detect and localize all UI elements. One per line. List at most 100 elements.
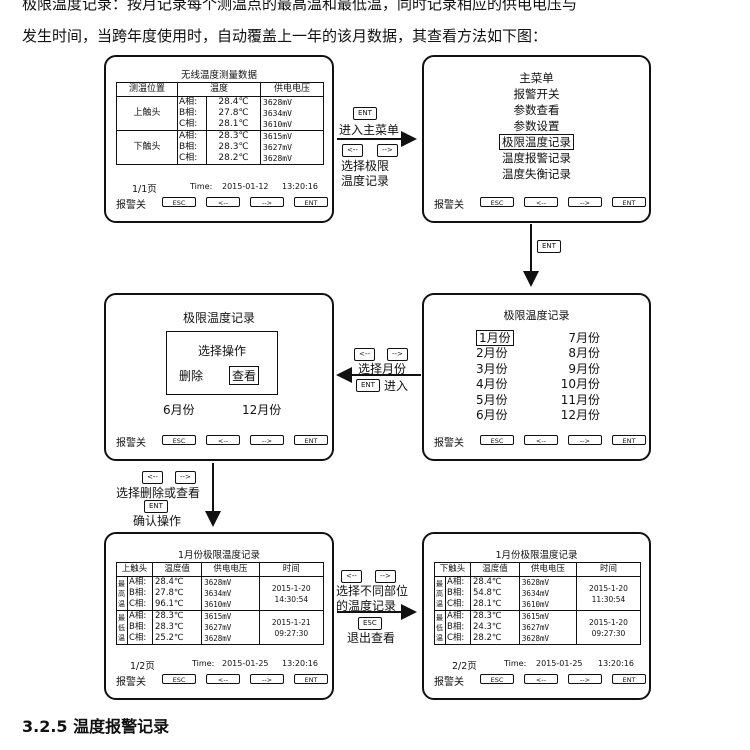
temp-value: 25.2℃ (155, 633, 184, 643)
volt-cell: 3615mV 3627mV 3628mV (518, 610, 577, 645)
screen6-table: 下触头 温度值 供电电压 时间 最 高 温 A相: B相: C相: 28.4℃ … (434, 562, 642, 645)
max-label-char: 高 (436, 589, 443, 598)
screen-upper-contact-record: 1月份极限温度记录 上触头 温度值 供电电压 时间 最 高 温 A相: B相: … (104, 532, 334, 700)
volt-value: 3634mV (521, 589, 550, 598)
table-row: 最 高 温 A相: B相: C相: 28.4℃ 54.8℃ 28.1℃ 3628… (434, 576, 642, 611)
temp-value: 28.3℃ (155, 611, 184, 621)
month-item[interactable]: 6月份 (476, 408, 508, 423)
phase-c: C相: (447, 599, 465, 609)
month-item[interactable]: 11月份 (560, 392, 600, 407)
min-label-char: 最 (436, 613, 443, 622)
flow-left-key-3: <-- (142, 471, 163, 484)
left-key[interactable]: <-- (206, 435, 240, 445)
left-key[interactable]: <-- (524, 435, 558, 445)
flow-select-part-2: 的温度记录 (336, 599, 397, 613)
temp-value: 28.4℃ (155, 577, 184, 587)
header-position: 上触头 (116, 562, 153, 577)
phase-b: B相: (179, 108, 198, 118)
flow-ent-key-4: ENT (144, 500, 168, 513)
temp-a: 28.3℃ (218, 131, 249, 141)
month-item[interactable]: 12月份 (560, 408, 600, 423)
alarm-off-label: 报警关 (434, 200, 464, 211)
temp-value: 28.2℃ (473, 633, 502, 643)
esc-key[interactable]: ESC (162, 435, 196, 445)
phase-c: C相: (447, 633, 465, 643)
temp-value: 27.8℃ (155, 588, 184, 598)
month-item[interactable]: 7月份 (568, 331, 600, 345)
alarm-off-label: 报警关 (434, 438, 464, 449)
max-label: 最 高 温 (434, 576, 446, 611)
right-key[interactable]: --> (568, 674, 602, 684)
phase-c: C相: (129, 599, 147, 609)
softkey-bar: 报警关 ESC <-- --> ENT (106, 672, 332, 690)
months-column-right: 7月份 8月份 9月份 10月份 11月份 12月份 (558, 331, 600, 423)
alarm-off-label: 报警关 (116, 677, 146, 688)
ent-key[interactable]: ENT (294, 197, 328, 207)
esc-key[interactable]: ESC (480, 197, 514, 207)
ent-key[interactable]: ENT (612, 197, 646, 207)
month-item[interactable]: 5月份 (476, 392, 508, 407)
volt-cell: 3628mV 3634mV 3610mV (518, 576, 577, 611)
month-item[interactable]: 10月份 (560, 377, 600, 392)
phase-a: A相: (179, 131, 198, 141)
esc-key[interactable]: ESC (480, 435, 514, 445)
volt-value: 3627mV (204, 623, 232, 632)
phase-c: C相: (179, 119, 198, 129)
volt-a: 3628mV (263, 98, 292, 107)
view-option-selected[interactable]: 查看 (229, 366, 260, 385)
max-label-char: 温 (118, 599, 125, 608)
header-temp: 温度值 (151, 562, 203, 577)
menu-item-param-set[interactable]: 参数设置 (513, 119, 560, 133)
softkey-bar: 报警关 ESC <-- --> ENT (106, 195, 332, 213)
right-key[interactable]: --> (568, 197, 602, 207)
flow-ent-key-1: ENT (353, 107, 377, 120)
esc-key[interactable]: ESC (162, 197, 196, 207)
menu-item-temp-alarm[interactable]: 温度报警记录 (502, 151, 571, 165)
month-item[interactable]: 9月份 (568, 361, 600, 376)
ent-key[interactable]: ENT (612, 435, 646, 445)
month-item[interactable]: 2月份 (476, 346, 508, 361)
ent-key[interactable]: ENT (294, 435, 328, 445)
volt-b: 3634mV (263, 109, 292, 118)
month-item[interactable]: 8月份 (568, 346, 600, 361)
menu-list: 主菜单 报警开关 参数查看 参数设置 极限温度记录 温度报警记录 温度失衡记录 (424, 70, 649, 182)
time-clock: 14:30:54 (274, 594, 309, 604)
temp-c: 28.2℃ (218, 153, 249, 163)
left-key[interactable]: <-- (524, 197, 558, 207)
position-upper: 上触头 (116, 96, 178, 131)
flow-left-key-1: <-- (342, 144, 363, 157)
right-key[interactable]: --> (250, 197, 284, 207)
esc-key[interactable]: ESC (162, 674, 196, 684)
month-item[interactable]: 4月份 (476, 377, 508, 392)
menu-item-alarm-switch[interactable]: 报警开关 (513, 87, 560, 101)
right-key[interactable]: --> (568, 435, 602, 445)
esc-key[interactable]: ESC (480, 674, 514, 684)
left-key[interactable]: <-- (206, 197, 240, 207)
temp-value: 96.1℃ (155, 599, 184, 609)
volt-a: 3615mV (263, 132, 292, 141)
menu-item-param-view[interactable]: 参数查看 (513, 103, 560, 117)
flow-select-limit-2: 温度记录 (341, 174, 390, 188)
month-selected-label: 1月份 (476, 330, 514, 346)
table-row: 下触头 A相: B相: C相: 28.3℃ 28.3℃ 28.2℃ 3615mV… (116, 130, 324, 165)
temp-a: 28.4℃ (218, 97, 249, 107)
phase-a: A相: (129, 577, 147, 587)
left-key[interactable]: <-- (206, 674, 240, 684)
menu-item-temp-imbalance[interactable]: 温度失衡记录 (502, 167, 571, 181)
ent-key[interactable]: ENT (612, 674, 646, 684)
right-key[interactable]: --> (250, 674, 284, 684)
screen4-title: 极限温度记录 (182, 311, 255, 325)
volt-value: 3628mV (204, 634, 232, 643)
phase-a: A相: (447, 577, 465, 587)
phase-labels: A相: B相: C相: (445, 576, 471, 611)
month-1-selected[interactable]: 1月份 (476, 330, 514, 346)
delete-option[interactable]: 删除 (179, 369, 204, 383)
menu-item-limit-temp-selected[interactable]: 极限温度记录 (424, 134, 649, 150)
right-key[interactable]: --> (250, 435, 284, 445)
month-item[interactable]: 3月份 (476, 361, 508, 376)
left-key[interactable]: <-- (524, 674, 558, 684)
temp-value: 28.3℃ (473, 611, 502, 621)
flow-ent-key-2: ENT (537, 240, 561, 253)
ent-key[interactable]: ENT (294, 674, 328, 684)
